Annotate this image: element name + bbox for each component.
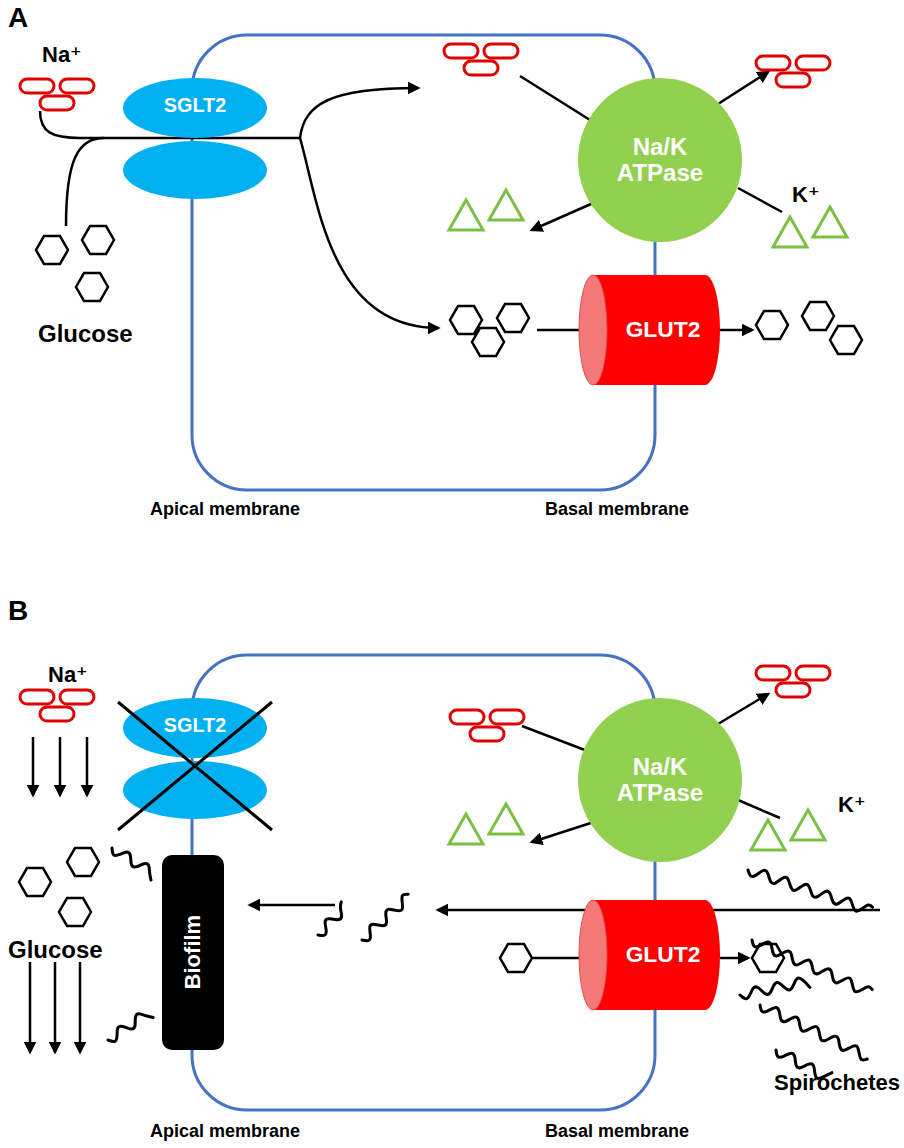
potassium-ion	[773, 217, 807, 247]
sodium-ion	[20, 79, 54, 93]
flow-line	[520, 76, 590, 120]
flow-line	[533, 957, 580, 960]
channel-cylinder: GLUT2	[578, 900, 722, 1010]
flow-arrow	[86, 737, 89, 795]
flow-arrow	[720, 957, 748, 960]
spirochete	[752, 940, 872, 992]
glucose-molecule	[67, 848, 99, 876]
flow-arrow	[532, 200, 600, 230]
sodium-ion	[490, 710, 524, 724]
spirochete	[362, 894, 408, 941]
sodium-ion	[40, 96, 74, 110]
sodium-ion	[776, 73, 810, 87]
glucose-molecule	[19, 868, 51, 896]
text-label: Apical membrane	[150, 1122, 300, 1140]
spirochete	[748, 870, 873, 911]
flow-line	[522, 726, 590, 752]
node-label: GLUT2	[604, 942, 722, 967]
flow-arrow	[250, 904, 335, 907]
potassium-ion	[449, 200, 483, 230]
text-label: Spirochetes	[774, 1072, 900, 1094]
sodium-ion	[60, 690, 94, 704]
text-label: Na⁺	[42, 44, 82, 66]
flow-arrow	[54, 962, 57, 1052]
text-label: K⁺	[838, 794, 866, 816]
sodium-ion	[484, 44, 518, 58]
node-label: Na/K ATPase	[600, 754, 720, 807]
flow-arrow	[32, 737, 35, 795]
flow-arrow	[300, 138, 438, 328]
sodium-ion	[756, 56, 790, 70]
sodium-ion	[796, 56, 830, 70]
flow-arrow	[718, 72, 768, 104]
text-label: K⁺	[792, 184, 820, 206]
text-label: Basal membrane	[545, 1122, 689, 1140]
flow-arrow	[79, 962, 82, 1052]
glucose-molecule	[756, 311, 788, 339]
panel-letter: A	[8, 4, 28, 32]
sodium-ion	[20, 690, 54, 704]
sodium-ion	[40, 707, 74, 721]
flow-arrow	[720, 329, 752, 332]
text-label: Na⁺	[48, 664, 88, 686]
glucose-molecule	[830, 326, 862, 354]
glucose-molecule	[802, 302, 834, 330]
node-label: SGLT2	[123, 715, 267, 737]
glucose-molecule	[82, 226, 114, 254]
pump-circle: Na/K ATPase	[578, 698, 742, 862]
potassium-ion	[751, 820, 785, 850]
sodium-ion	[796, 666, 830, 680]
sodium-ion	[60, 79, 94, 93]
text-label: Basal membrane	[545, 500, 689, 518]
text-label: Glucose	[38, 322, 133, 346]
glucose-molecule	[472, 328, 504, 356]
spirochete	[740, 978, 810, 999]
glucose-molecule	[450, 306, 482, 334]
flow-arrow	[718, 694, 768, 724]
node-label: SGLT2	[123, 95, 267, 117]
flow-arrow	[29, 962, 32, 1052]
text-label: Glucose	[8, 938, 103, 962]
text-label: Apical membrane	[150, 500, 300, 518]
potassium-ion	[489, 190, 523, 220]
glucose-molecule	[76, 273, 108, 301]
biofilm-bar: Biofilm	[162, 855, 224, 1050]
sodium-ion	[464, 61, 498, 75]
glucose-molecule	[36, 236, 68, 264]
sodium-ion	[444, 44, 478, 58]
flow-line	[738, 188, 782, 212]
node-label: Biofilm	[181, 915, 205, 990]
flow-line	[738, 800, 780, 818]
glucose-molecule	[500, 944, 532, 972]
potassium-ion	[813, 207, 847, 237]
glucose-molecule	[59, 898, 91, 926]
panel-letter: B	[8, 597, 28, 625]
potassium-ion	[449, 814, 483, 844]
spirochete	[112, 848, 151, 880]
sodium-ion	[450, 710, 484, 724]
node-label: Na/K ATPase	[600, 134, 720, 187]
node-label: GLUT2	[604, 317, 722, 342]
channel-cylinder: GLUT2	[578, 275, 722, 385]
flow-line	[537, 329, 580, 332]
spirochete	[108, 1014, 153, 1042]
spirochete	[318, 902, 342, 936]
sodium-ion	[756, 666, 790, 680]
sodium-ion	[470, 727, 504, 741]
flow-arrow	[300, 88, 418, 138]
sodium-ion	[776, 683, 810, 697]
pump-circle: Na/K ATPase	[578, 78, 742, 242]
transporter-sglt2: SGLT2	[123, 698, 267, 819]
flow-line	[66, 138, 104, 226]
flow-arrow	[59, 737, 62, 795]
potassium-ion	[489, 804, 523, 834]
glucose-molecule	[497, 304, 529, 332]
potassium-ion	[791, 810, 825, 840]
glucose-molecules	[36, 226, 862, 356]
transporter-sglt2: SGLT2	[123, 78, 267, 199]
